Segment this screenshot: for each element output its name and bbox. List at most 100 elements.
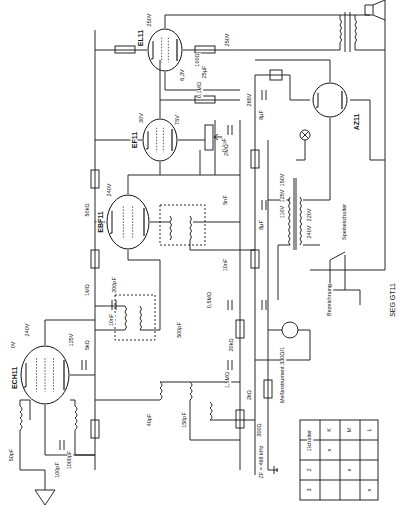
component-value: 2kΩ: [247, 390, 253, 401]
component-value: 25µF: [202, 65, 208, 79]
capacitor-symbols: [60, 90, 266, 450]
table-cell: 3: [307, 488, 313, 492]
component-value: 2MΩ: [224, 144, 230, 157]
component-value: 500pF: [177, 322, 183, 339]
tube-envelope: [147, 28, 183, 72]
voltage-label: 240V: [25, 323, 31, 337]
voltage-label: 6,3V: [180, 69, 186, 81]
tube-label: EL11: [137, 29, 144, 46]
input-coil: [20, 400, 30, 430]
power-transformer: [268, 118, 330, 300]
tube-envelope: [142, 118, 178, 162]
component-value: 150pF: [182, 412, 188, 429]
ground-bus: [268, 140, 269, 470]
tube-envelope: [312, 82, 348, 118]
voltage-label: 110V: [280, 205, 286, 218]
component-value: 50pF: [9, 448, 15, 462]
table-cell: K: [327, 428, 333, 433]
switch-table: [300, 420, 378, 500]
if-transformer: [95, 250, 160, 330]
table-cell: 2: [307, 468, 313, 472]
voltage-label: 265V: [247, 93, 253, 107]
output-transformer: [255, 12, 385, 52]
resistor-symbols: [91, 150, 272, 438]
voltage-label: 30V: [139, 113, 145, 124]
voltage-label: 240V: [107, 183, 113, 197]
component-value: 1,5MΩ: [225, 371, 231, 388]
annotation: Bezeichnung: [327, 284, 333, 317]
table-grid: [300, 420, 378, 500]
vacuum-tube: EF11: [142, 118, 178, 162]
b-plus-bus: [255, 75, 256, 475]
filter-choke: [270, 70, 282, 80]
component-value: 1000pF: [67, 450, 73, 470]
component-value: 100pF: [55, 462, 61, 479]
if-can-2: [160, 205, 205, 245]
meter-symbol: [282, 322, 298, 338]
mains-switch: [330, 252, 360, 305]
tube-envelope: [20, 345, 70, 405]
component-value: 10nF: [223, 258, 229, 272]
band-coils: [95, 382, 255, 440]
table-cell: 1: [307, 448, 313, 452]
table-cell: M: [347, 427, 353, 433]
speaker-symbol: [365, 0, 385, 20]
component-value: 10nF: [109, 313, 115, 327]
if-transformer-2: [150, 216, 255, 250]
speaker-line: [310, 20, 385, 270]
component-value: 300Ω: [257, 423, 263, 437]
voltage-label: 250V: [225, 33, 231, 47]
grid-resistor: [115, 46, 135, 53]
annotation: Speiseschalter: [342, 203, 348, 240]
component-value: 1MΩ: [85, 284, 91, 297]
component-value: 100Ω: [195, 53, 201, 67]
wiper: [214, 134, 222, 140]
voltage-label: 240V: [307, 225, 313, 239]
wires-el11: [95, 15, 370, 90]
ground-symbol: [268, 466, 278, 474]
voltage-label: 125V: [69, 333, 75, 347]
component-value: 8µF: [259, 220, 265, 231]
table-cell: x: [327, 448, 333, 452]
component-value: 50kΩ: [85, 203, 91, 217]
component-value: 0,5MΩ: [207, 291, 213, 308]
voltage-label: 150V: [280, 173, 286, 187]
wires-ech11: [30, 320, 95, 455]
vacuum-tube: EL11: [147, 28, 183, 72]
component-value: 20kΩ: [229, 338, 235, 352]
supply-bus: [240, 120, 241, 470]
voltage-label: 75V: [175, 115, 181, 126]
table-cell: L: [367, 428, 373, 432]
vacuum-tube: ECH11: [20, 345, 70, 405]
if-can: [115, 295, 155, 340]
table-cell: x: [347, 468, 353, 472]
tube-envelope: [106, 194, 150, 250]
component-value: 5kΩ: [85, 340, 91, 351]
component-value: 8µF: [259, 110, 265, 121]
wires-ebf11: [95, 120, 240, 222]
tube-label: ECH11: [11, 366, 18, 389]
tube-label: AZ11: [353, 113, 360, 131]
voltage-label: 0V: [11, 341, 17, 349]
table-cell: x: [367, 488, 373, 492]
component-value: 200pF: [112, 277, 118, 294]
component-value: 40pF: [147, 413, 153, 427]
annotation: ZF = 468 kHz: [259, 445, 265, 479]
rectifier-feed: [255, 60, 385, 160]
tube-label: EBF11: [97, 211, 104, 233]
rectifier-tube: AZ11: [312, 82, 348, 118]
volume-pot: [205, 125, 213, 150]
annotation: Meßinstrument 330Ω/1: [280, 346, 286, 403]
antenna-symbol: [20, 430, 55, 505]
wires-ef11: [95, 60, 240, 175]
voltage-label: 125V: [280, 189, 286, 203]
voltage-label: 220V: [307, 208, 313, 222]
vacuum-tube: EBF11: [106, 194, 150, 250]
tube-label: EF11: [131, 131, 138, 148]
component-value: 0,1MΩ: [197, 81, 203, 98]
lamp-cross: [296, 132, 309, 161]
voltage-label: 250V: [147, 13, 153, 27]
component-value: 5nF: [223, 195, 229, 205]
annotation: SEG GT11: [389, 283, 396, 318]
